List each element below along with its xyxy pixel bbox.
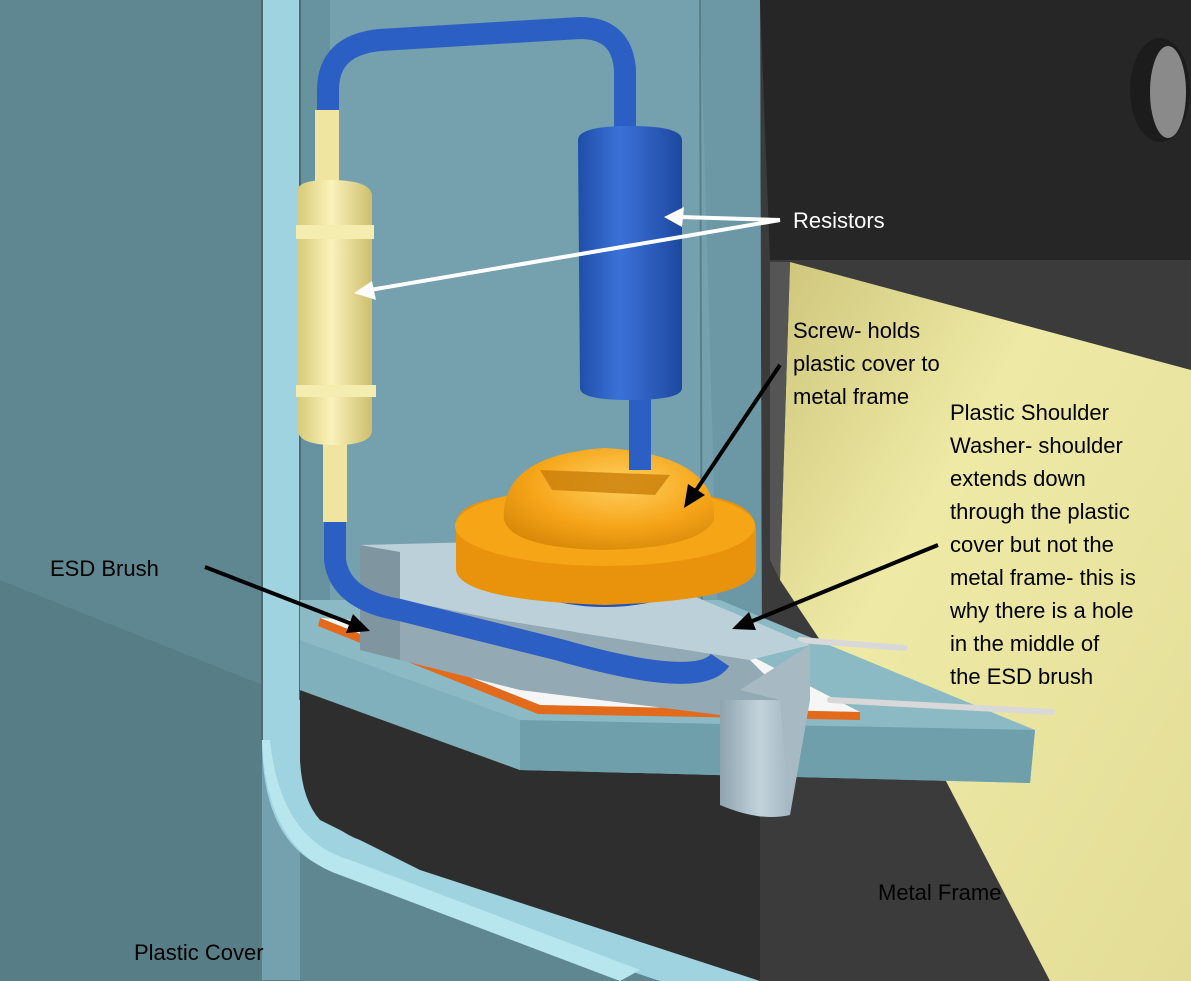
screw-arrow: [684, 363, 782, 508]
label-washer-line-8: in the middle of: [950, 631, 1100, 656]
blue-resistor: [578, 126, 682, 400]
yellow-lead-bottom: [323, 440, 347, 522]
label-washer-line-5: cover but not the: [950, 532, 1114, 557]
yellow-lead-top: [315, 110, 339, 190]
label-esd-brush-text: ESD Brush: [50, 556, 159, 581]
pin-lower: [827, 697, 1055, 715]
label-washer-line-4: through the plastic: [950, 499, 1130, 524]
washer-arrow: [732, 543, 939, 630]
label-resistors-text: Resistors: [793, 208, 885, 233]
label-washer-line-3: extends down: [950, 466, 1086, 491]
label-washer: Plastic Shoulder Washer- shoulder extend…: [950, 396, 1136, 693]
label-screw: Screw- holds plastic cover to metal fram…: [793, 314, 940, 413]
pin-upper: [797, 637, 908, 651]
label-screw-line-3: metal frame: [793, 384, 910, 409]
label-esd-brush: ESD Brush: [50, 552, 159, 585]
label-washer-line-6: metal frame- this is: [950, 565, 1136, 590]
label-metal-frame-text: Metal Frame: [878, 880, 1002, 905]
esd-brush-arrow: [204, 565, 370, 633]
label-washer-line-7: why there is a hole: [950, 598, 1134, 623]
screw-slot: [540, 470, 670, 495]
label-screw-line-1: Screw- holds: [793, 318, 921, 343]
metal-frame-top-shade: [760, 0, 1191, 260]
blue-lead-bottom: [324, 520, 730, 684]
yellow-panel: [780, 262, 1191, 981]
resistor-arrows: [354, 207, 781, 300]
label-resistors: Resistors: [793, 204, 885, 237]
esd-brush-edge: [318, 618, 860, 720]
label-plastic-cover-text: Plastic Cover: [134, 940, 264, 965]
label-washer-line-9: the ESD brush: [950, 664, 1094, 689]
washer-shoulder-leg: [720, 700, 800, 818]
yellow-resistor: [298, 180, 372, 445]
label-washer-line-2: Washer- shoulder: [950, 433, 1123, 458]
label-plastic-cover: Plastic Cover: [134, 936, 264, 969]
label-screw-line-2: plastic cover to: [793, 351, 940, 376]
blue-lead-wire: [317, 16, 636, 151]
label-washer-line-1: Plastic Shoulder: [950, 400, 1109, 425]
label-metal-frame: Metal Frame: [878, 876, 1001, 909]
plastic-cover-lower-face: [0, 580, 300, 981]
